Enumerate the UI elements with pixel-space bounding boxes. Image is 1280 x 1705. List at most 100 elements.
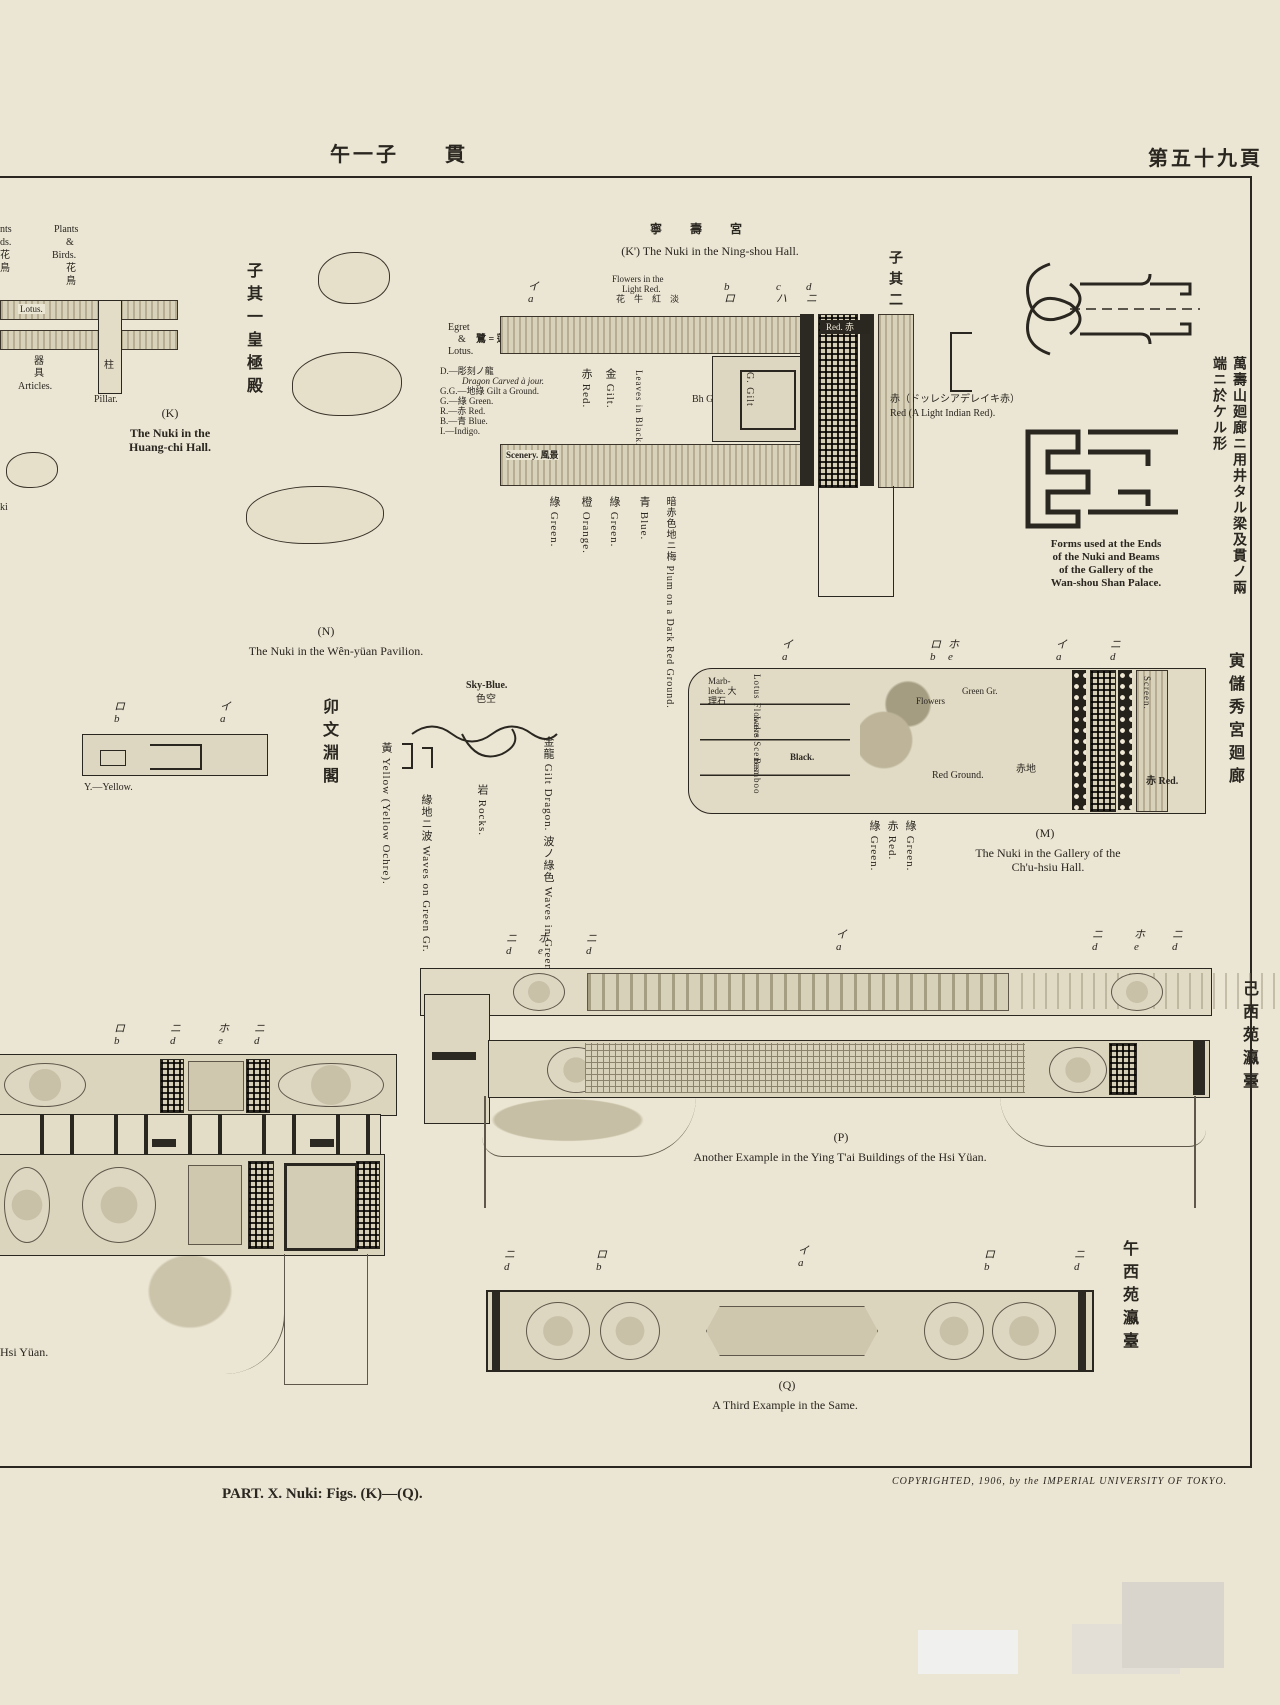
fig-p-label: (P)	[833, 1130, 849, 1144]
fig-o-caption-cut: Hsi Yüan.	[0, 1345, 49, 1359]
fig-k2-title-en: (K') The Nuki in the Ning-shou Hall.	[621, 244, 799, 258]
m-black-note: Black.	[790, 752, 815, 762]
plate-title: PART. X. Nuki: Figs. (K)—(Q).	[222, 1486, 423, 1502]
fig-k-side-label: 子其一皇極殿	[244, 262, 261, 400]
m-band-lotus: Lotus Flowers	[752, 674, 762, 739]
plants-right-label: Plants	[54, 224, 79, 235]
n-dragon-ornament	[400, 714, 562, 774]
end-fret-ornament	[1018, 424, 1188, 534]
cloud-motif-2	[292, 352, 402, 416]
p-letter-d-l1: d	[506, 945, 512, 957]
k2-legend-2: G.G.—地綠 Gilt a Ground.	[440, 386, 539, 396]
n-note-gilt-dragon: 金龍 Gilt Dragon. 波ノ綠色 Waves in Green.	[542, 736, 554, 975]
m-fret-strip	[1090, 670, 1116, 812]
k2-letter-c: c	[776, 281, 781, 293]
copyright-notice: COPYRIGHTED, 1906, by the IMPERIAL UNIVE…	[892, 1476, 1228, 1487]
fig-k-caption-1: The Nuki in the	[129, 426, 211, 440]
n-note-rocks: 岩 Rocks.	[476, 784, 488, 836]
m-floral-corner	[860, 668, 940, 812]
o-bracket-support	[96, 1256, 285, 1374]
n-letter-a: a	[220, 713, 226, 725]
k2-color-orange: 橙 Orange.	[580, 496, 592, 554]
p-post-left	[484, 1096, 486, 1208]
pillar-label: Pillar.	[94, 394, 118, 405]
p-post-right	[1194, 1096, 1196, 1208]
fig-p-caption: Another Example in the Ying T'ai Buildin…	[693, 1150, 987, 1164]
k-pillar-shape	[98, 300, 122, 394]
p-letter-ho-l: ホ	[538, 933, 549, 945]
m-letter-a-2: a	[1056, 651, 1062, 663]
fig-q-caption: A Third Example in the Same.	[712, 1398, 858, 1412]
fig-m-label: (M)	[1035, 826, 1055, 840]
k2-color-plum: 暗赤色地ニ梅 Plum on a Dark Red Ground.	[664, 496, 675, 709]
ends-caption-3: of the Gallery of the	[1058, 564, 1154, 576]
m-letter-ho: ホ	[948, 639, 959, 651]
k2-beam-upper	[500, 316, 802, 354]
k2-legend-1: Dragon Carved à jour.	[462, 376, 545, 386]
o-letter-d-2: d	[254, 1035, 260, 1047]
m-letter-b: b	[930, 651, 936, 663]
k2-light-red-zh: 赤（ドッレシアデレイキ赤）	[890, 394, 1020, 405]
ends-caption-2: of the Nuki and Beams	[1052, 551, 1160, 563]
n-note-waves: 緣地ニ波 Waves on Green Gr.	[420, 794, 432, 953]
fig-q-side-label: 午西苑瀛臺	[1120, 1240, 1137, 1355]
fig-k-caption-2: Huang-chi Hall.	[128, 440, 211, 454]
top-rule	[0, 176, 1252, 178]
q-letter-b-1: b	[596, 1261, 602, 1273]
fig-k2-side-label: 子其二	[887, 250, 902, 313]
q-letter-a: a	[798, 1257, 804, 1269]
plants-left-zh-2: 鳥	[0, 263, 10, 274]
m-band-dividers	[700, 670, 850, 810]
header-page-number: 第五十九頁	[1148, 148, 1263, 170]
q-letter-ro-1: ロ	[596, 1249, 607, 1261]
plants-left-label-2: ds.	[0, 237, 12, 248]
m-bottom-red: 赤 Red.	[886, 820, 898, 861]
fig-k-label: (K)	[161, 406, 179, 420]
fig-m-caption-2: Ch'u-hsiu Hall.	[1011, 860, 1085, 874]
k2-bdg-note: Bh G	[692, 394, 714, 405]
articles-label: Articles.	[18, 381, 53, 392]
m-letter-i: イ	[782, 639, 793, 651]
q-letter-b-2: b	[984, 1261, 990, 1273]
fig-m-side-label: 寅儲秀宮廻廊	[1226, 652, 1243, 790]
flowers-note-zh: 花 牛 紅 淡	[616, 294, 680, 304]
fig-q-label: (Q)	[778, 1378, 796, 1392]
p-bracket-left	[482, 1096, 696, 1157]
n-letter-ro: ロ	[114, 701, 125, 713]
o-letter-e: e	[218, 1035, 223, 1047]
k2-legend-0: D.—彫刻ノ龍	[440, 366, 494, 376]
fig-n-side-label: 卯文淵閣	[320, 698, 337, 790]
m-letter-d: d	[1110, 651, 1116, 663]
sky-blue-label: Sky-Blue.	[466, 680, 508, 691]
k-nuki-band-lower	[0, 330, 178, 350]
p-letter-e-l: e	[538, 945, 543, 957]
k2-upper-color-red: 赤 Red.	[580, 368, 592, 409]
k2-color-blue: 青 Blue.	[638, 496, 650, 541]
p-left-dark-bar	[432, 1052, 476, 1060]
fig-m-caption-1: The Nuki in the Gallery of the	[975, 846, 1121, 860]
ends-caption-4: Wan-shou Shan Palace.	[1050, 577, 1162, 589]
cloud-motif-1	[318, 252, 390, 304]
k2-letter-b: b	[724, 281, 730, 293]
q-letter-d-2: d	[1074, 1261, 1080, 1273]
k2-red-box-bg	[820, 320, 870, 334]
k2-color-green-2: 綠 Green.	[608, 496, 620, 548]
n-letter-i: イ	[220, 701, 231, 713]
k2-legend-5: B.—青 Blue.	[440, 416, 488, 426]
p-letter-d-l2: d	[586, 945, 592, 957]
p-letter-ni-r2: ニ	[1172, 929, 1183, 941]
p-letter-ni-r1: ニ	[1092, 929, 1103, 941]
right-rule	[1250, 176, 1252, 1466]
k2-legend-4: R.—赤 Red.	[440, 406, 486, 416]
k2-letter-ro: ロ	[724, 293, 735, 305]
egret-lotus: Lotus.	[448, 346, 474, 357]
m-band-lake: Lake Scenes	[752, 716, 762, 773]
m-end-panel	[1136, 670, 1168, 812]
fig-k-cut-text: ki	[0, 502, 8, 513]
o-letter-ho: ホ	[218, 1023, 229, 1035]
bottom-rule	[0, 1466, 1252, 1468]
m-green-gr-note: Green Gr.	[962, 686, 998, 696]
q-letter-ro-2: ロ	[984, 1249, 995, 1261]
articles-zh-2: 具	[34, 368, 44, 379]
q-letter-d-1: d	[504, 1261, 510, 1273]
